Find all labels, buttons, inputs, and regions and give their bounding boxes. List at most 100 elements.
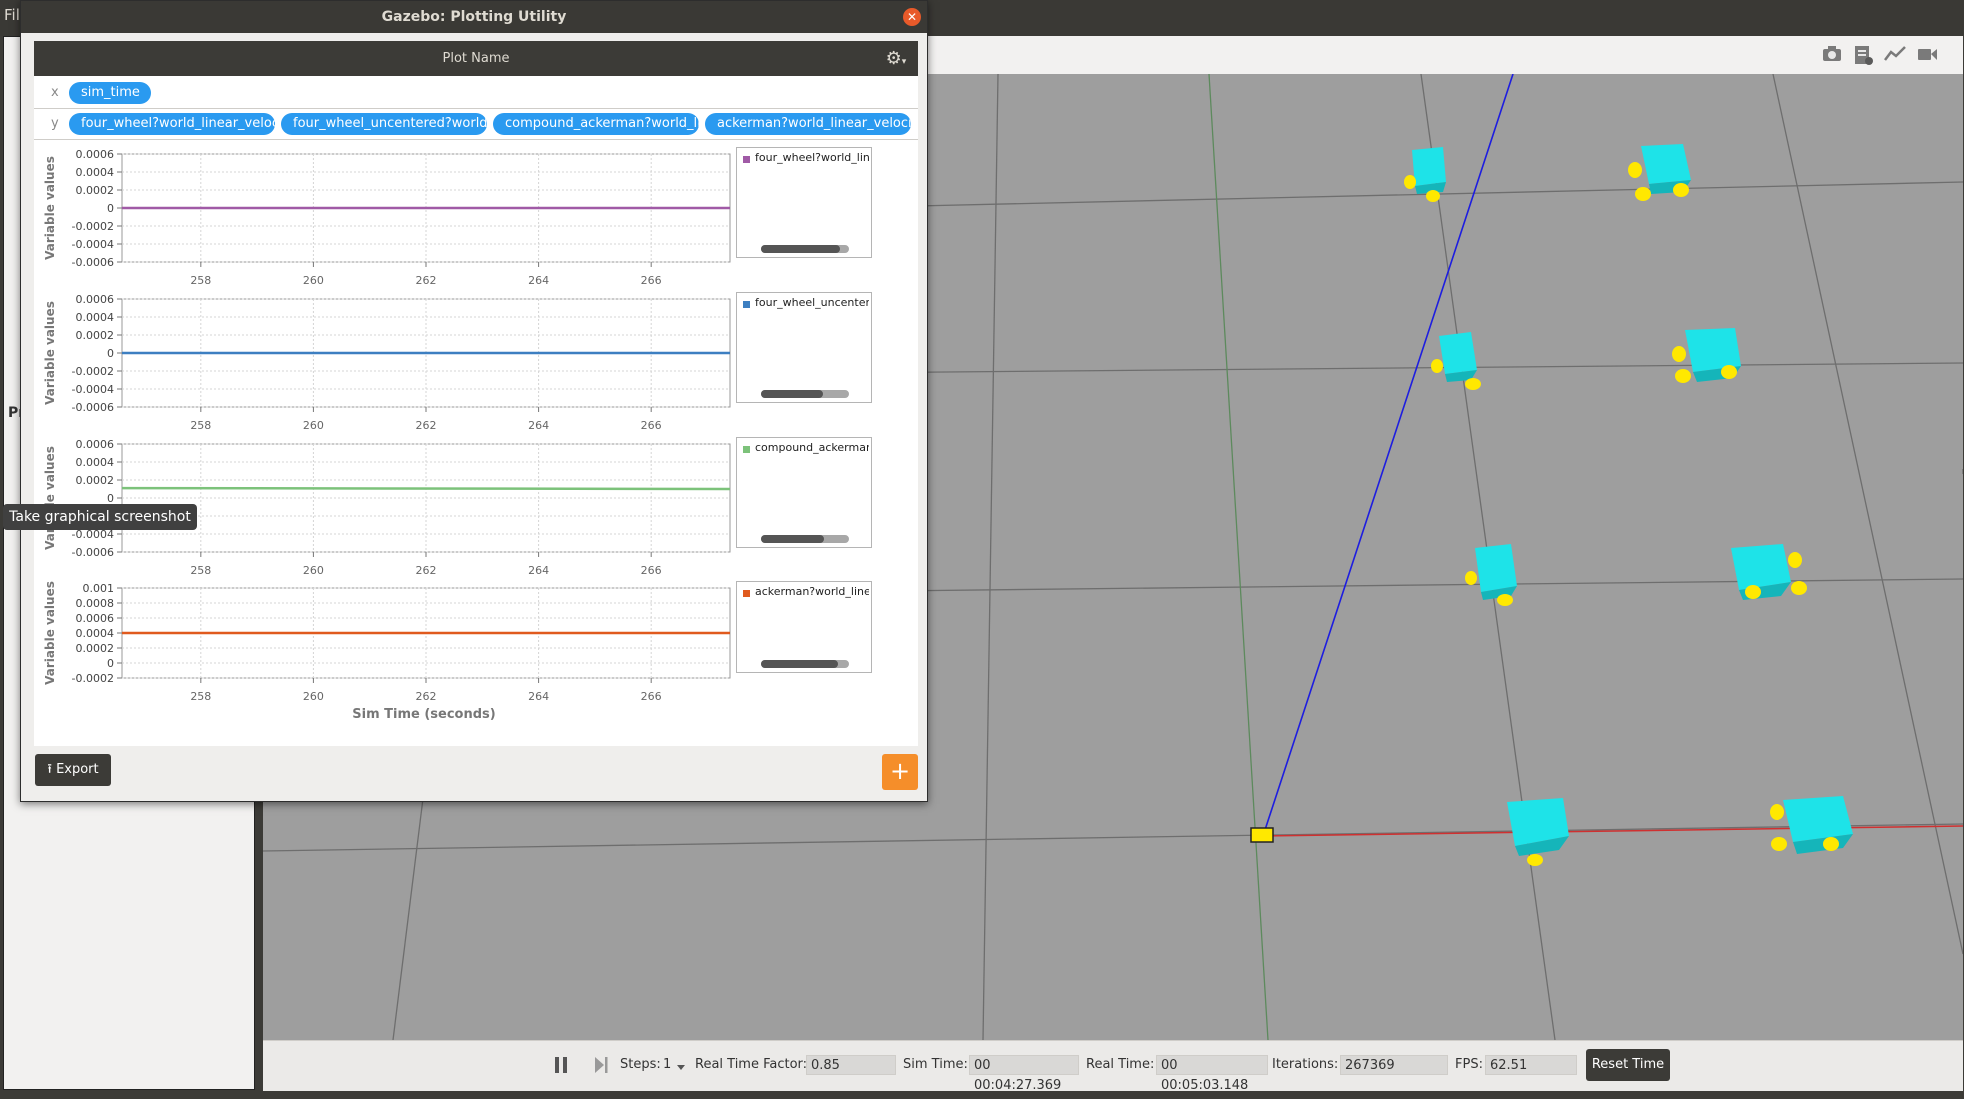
y-tick-label: -0.0004 <box>72 383 114 396</box>
legend-swatch <box>743 156 750 163</box>
y-tick-label: -0.0002 <box>72 672 114 685</box>
legend-label: four_wheel_uncentered?world <box>755 296 869 309</box>
y-tick-label: 0.0004 <box>76 311 115 324</box>
x-axis-letter: x <box>51 85 59 100</box>
plot-chart-4[interactable]: 0.0010.00080.00060.00040.00020-0.0002258… <box>34 579 734 725</box>
iterations-label: Iterations: <box>1272 1057 1339 1072</box>
plot-name-header: Plot Name ⚙▾ <box>34 41 918 76</box>
y-axis-label: Variable values <box>43 581 57 685</box>
sim-time-field: 00 00:04:27.369 <box>969 1055 1079 1093</box>
x-tick-label: 260 <box>303 690 324 703</box>
legend-label: ackerman?world_linear_veloci <box>755 585 869 598</box>
x-tick-label: 262 <box>416 274 437 287</box>
reset-time-button[interactable]: Reset Time <box>1586 1049 1670 1081</box>
y-tick-label: 0.0006 <box>76 438 115 451</box>
x-axis-title: Sim Time (seconds) <box>352 707 495 722</box>
x-tick-label: 258 <box>190 274 211 287</box>
x-tick-label: 264 <box>528 274 549 287</box>
x-tick-label: 266 <box>641 690 662 703</box>
y-variable-pill[interactable]: ackerman?world_linear_velocit <box>705 113 911 135</box>
legend-scrollbar[interactable] <box>761 390 849 398</box>
x-tick-label: 264 <box>528 419 549 432</box>
x-tick-label: 266 <box>641 419 662 432</box>
y-tick-label: -0.0002 <box>72 220 114 233</box>
y-tick-label: 0.0002 <box>76 642 115 655</box>
screenshot-tooltip: Take graphical screenshot <box>3 504 197 530</box>
log-icon[interactable] <box>1851 44 1875 66</box>
legend-scroll-thumb[interactable] <box>761 660 839 668</box>
close-icon[interactable]: ✕ <box>903 8 921 26</box>
real-time-factor-label: Real Time Factor: <box>695 1057 808 1072</box>
window-title: Gazebo: Plotting Utility <box>21 1 927 33</box>
y-tick-label: 0.0002 <box>76 474 115 487</box>
y-variable-pill[interactable]: four_wheel?world_linear_veloc <box>69 113 275 135</box>
y-tick-label: 0 <box>107 492 114 505</box>
chevron-down-icon[interactable] <box>676 1061 686 1076</box>
y-tick-label: 0.0002 <box>76 329 115 342</box>
y-tick-label: 0.0006 <box>76 293 115 306</box>
y-variable-pill[interactable]: compound_ackerman?world_li <box>493 113 699 135</box>
real-time-factor-field: 0.85 <box>806 1055 896 1075</box>
x-tick-label: 264 <box>528 690 549 703</box>
legend-scrollbar[interactable] <box>761 660 849 668</box>
fps-label: FPS: <box>1455 1057 1483 1072</box>
x-tick-label: 266 <box>641 564 662 577</box>
y-tick-label: 0 <box>107 347 114 360</box>
plot-name-title[interactable]: Plot Name <box>442 51 510 66</box>
legend-label: four_wheel?world_linear_veloc <box>755 151 869 164</box>
export-label: Export <box>56 762 99 777</box>
legend-scroll-thumb[interactable] <box>761 535 825 543</box>
y-tick-label: 0.0004 <box>76 456 115 469</box>
fps-field: 62.51 <box>1485 1055 1577 1075</box>
gear-icon[interactable]: ⚙▾ <box>885 48 907 69</box>
legend-scrollbar[interactable] <box>761 245 849 253</box>
camera-icon[interactable] <box>1820 44 1844 66</box>
legend-swatch <box>743 590 750 597</box>
x-variable-pill[interactable]: sim_time <box>69 82 151 104</box>
x-tick-label: 260 <box>303 419 324 432</box>
x-tick-label: 260 <box>303 564 324 577</box>
pause-icon[interactable] <box>553 1055 569 1079</box>
legend-swatch <box>743 301 750 308</box>
y-tick-label: -0.0004 <box>72 238 114 251</box>
export-button[interactable]: ⭱ Export <box>35 754 111 786</box>
y-tick-label: 0.0006 <box>76 148 115 161</box>
plot-chart-2[interactable]: 0.00060.00040.00020-0.0002-0.0004-0.0006… <box>34 290 734 435</box>
y-tick-label: 0.0008 <box>76 597 115 610</box>
plot-chart-1[interactable]: 0.00060.00040.00020-0.0002-0.0004-0.0006… <box>34 145 734 290</box>
x-tick-label: 262 <box>416 690 437 703</box>
y-variable-pill[interactable]: four_wheel_uncentered?world_ <box>281 113 487 135</box>
add-plot-button[interactable]: + <box>882 754 918 790</box>
status-bar: Steps: 1 Real Time Factor: 0.85 Sim Time… <box>263 1040 1963 1093</box>
legend-label: compound_ackerman?world_li <box>755 441 869 454</box>
plot-area: Plot Name ⚙▾ x sim_time y four_wheel?wor… <box>34 41 918 746</box>
vehicle-models <box>1250 144 1853 866</box>
x-tick-label: 262 <box>416 419 437 432</box>
legend-scrollbar[interactable] <box>761 535 849 543</box>
real-time-label: Real Time: <box>1086 1057 1155 1072</box>
legend-swatch <box>743 446 750 453</box>
y-tick-label: 0.001 <box>83 582 115 595</box>
x-tick-label: 264 <box>528 564 549 577</box>
y-tick-label: 0.0002 <box>76 184 115 197</box>
x-tick-label: 258 <box>190 419 211 432</box>
legend-scroll-thumb[interactable] <box>761 390 823 398</box>
legend-scroll-thumb[interactable] <box>761 245 841 253</box>
video-icon[interactable] <box>1915 44 1939 66</box>
y-tick-label: 0 <box>107 657 114 670</box>
x-tick-label: 260 <box>303 274 324 287</box>
y-variable-row: y four_wheel?world_linear_veloc four_whe… <box>34 109 918 140</box>
plot-legend: four_wheel?world_linear_veloc <box>736 147 872 258</box>
steps-label: Steps: <box>620 1057 661 1072</box>
plot-icon[interactable] <box>1883 44 1907 66</box>
steps-value[interactable]: 1 <box>663 1057 672 1072</box>
plot-legend: four_wheel_uncentered?world <box>736 292 872 403</box>
upload-icon: ⭱ <box>47 762 52 777</box>
y-tick-label: 0 <box>107 202 114 215</box>
x-tick-label: 266 <box>641 274 662 287</box>
real-time-field: 00 00:05:03.148 <box>1156 1055 1268 1093</box>
step-icon[interactable] <box>593 1055 609 1079</box>
plot-legend: compound_ackerman?world_li <box>736 437 872 548</box>
y-tick-label: 0.0004 <box>76 166 115 179</box>
y-tick-label: -0.0006 <box>72 546 114 559</box>
